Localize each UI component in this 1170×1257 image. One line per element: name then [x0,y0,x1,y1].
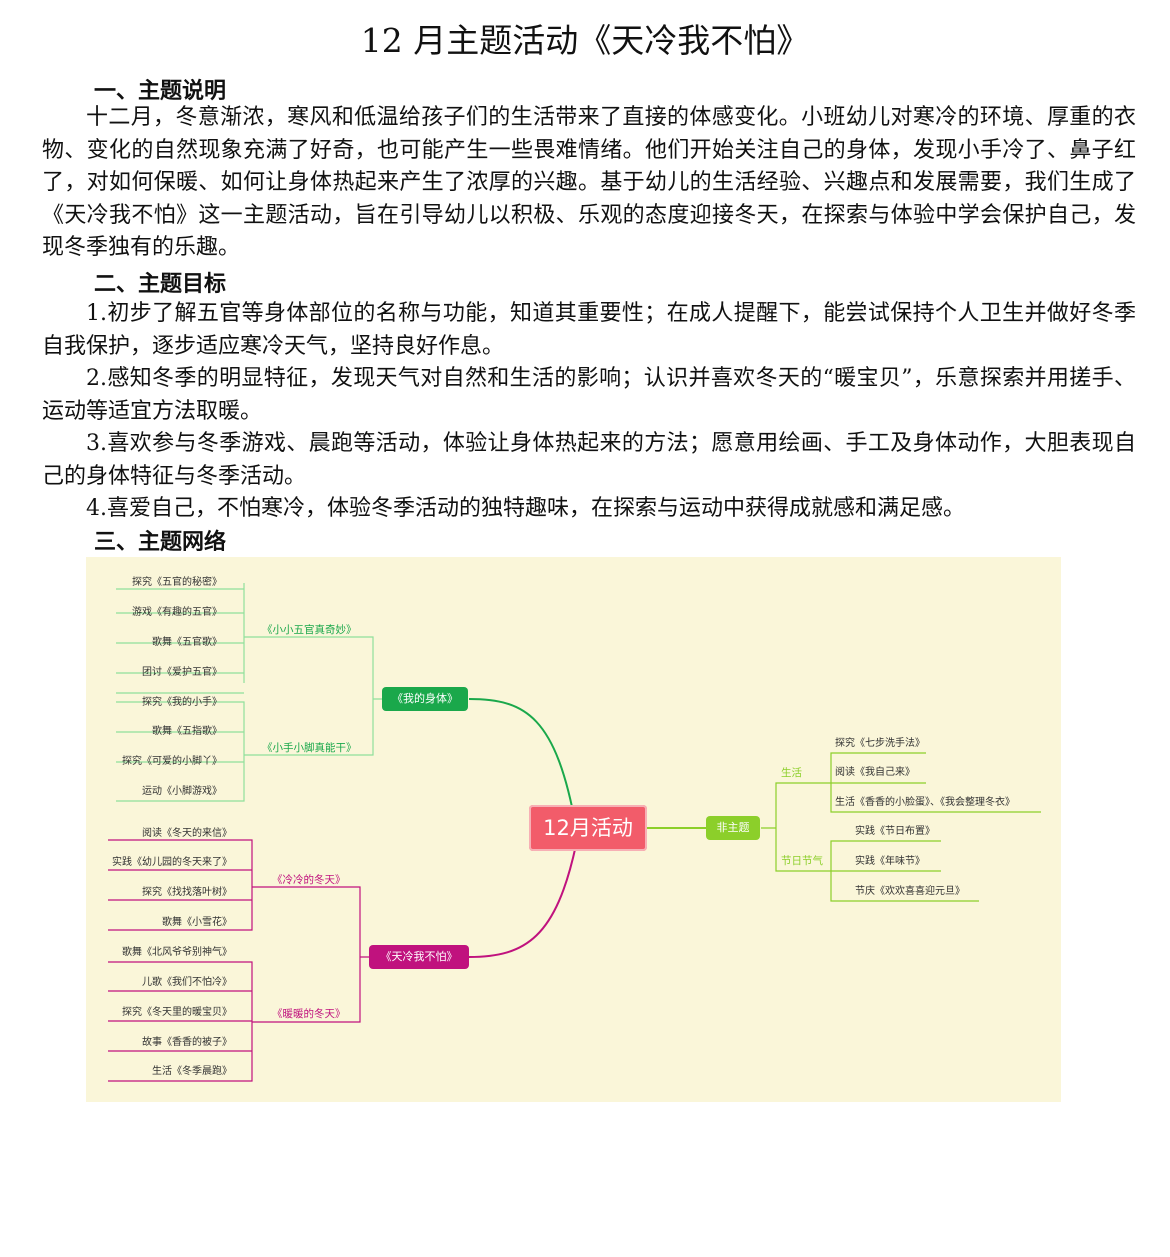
leaf-warm: 探究《冬天里的暖宝贝》 [122,1007,232,1018]
section-heading-theme-network: 三、主题网络 [94,530,227,555]
leaf-warm: 生活《冬季晨跑》 [152,1066,232,1077]
leaf-festival: 实践《年味节》 [855,856,925,867]
leaf-facial: 探究《五官的秘密》 [132,577,222,588]
theme-description-paragraph: 十二月，冬意渐浓，寒风和低温给孩子们的生活带来了直接的体感变化。小班幼儿对寒冷的… [42,105,1136,261]
subtopic-daily-life: 生活 [781,767,802,779]
leaf-cold: 阅读《冬天的来信》 [142,828,232,839]
leaf-hands: 运动《小脚游戏》 [142,786,222,797]
goal-item: 2.感知冬季的明显特征，发现天气对自然和生活的影响；认识并喜欢冬天的“暖宝贝”，… [42,366,1136,424]
section-heading-theme-goals: 二、主题目标 [94,272,227,297]
leaf-life: 阅读《我自己来》 [835,767,915,778]
leaf-cold: 实践《幼儿园的冬天来了》 [112,857,232,868]
subtopic-cold-winter: 《冷冷的冬天》 [272,874,346,886]
leaf-festival: 节庆《欢欢喜喜迎元旦》 [855,886,965,897]
branch-not-afraid-of-cold: 《天冷我不怕》 [369,945,469,969]
subtopic-warm-winter: 《暖暖的冬天》 [272,1008,346,1020]
goal-item: 1.初步了解五官等身体部位的名称与功能，知道其重要性；在成人提醒下，能尝试保持个… [42,301,1136,359]
mind-map-connectors [108,583,1041,1082]
leaf-life: 探究《七步洗手法》 [835,738,925,749]
leaf-hands: 歌舞《五指歌》 [152,726,222,737]
subtopic-hands-feet: 《小手小脚真能干》 [262,742,357,754]
section-heading-theme-description: 一、主题说明 [94,79,227,104]
branch-my-body: 《我的身体》 [382,687,468,711]
goal-item: 4.喜爱自己，不怕寒冷，体验冬季活动的独特趣味，在探索与运动中获得成就感和满足感… [86,496,965,521]
leaf-hands: 探究《我的小手》 [142,697,222,708]
subtopic-facial-features: 《小小五官真奇妙》 [262,624,357,636]
leaf-hands: 探究《可爱的小脚丫》 [122,756,222,767]
leaf-warm: 歌舞《北风爷爷别神气》 [122,947,232,958]
leaf-warm: 儿歌《我们不怕冷》 [142,977,232,988]
leaf-facial: 游戏《有趣的五官》 [132,607,222,618]
leaf-facial: 团讨《爱护五官》 [142,667,222,678]
leaf-facial: 歌舞《五官歌》 [152,637,222,648]
leaf-life: 生活《香香的小脸蛋》、《我会整理冬衣》 [835,797,1015,808]
goal-item: 3.喜欢参与冬季游戏、晨跑等活动，体验让身体热起来的方法；愿意用绘画、手工及身体… [42,431,1136,489]
page-title: 12 月主题活动《天冷我不怕》 [360,21,810,60]
leaf-cold: 探究《找找落叶树》 [142,887,232,898]
leaf-warm: 故事《香香的被子》 [142,1037,232,1048]
theme-mind-map: 12月活动 《我的身体》 《天冷我不怕》 非主题 《小小五官真奇妙》 《小手小脚… [86,557,1061,1102]
branch-non-theme: 非主题 [706,816,760,840]
leaf-cold: 歌舞《小雪花》 [162,917,232,928]
mind-map-center: 12月活动 [529,805,647,851]
leaf-festival: 实践《节日布置》 [855,826,935,837]
subtopic-festivals-solar-terms: 节日节气 [781,855,823,867]
